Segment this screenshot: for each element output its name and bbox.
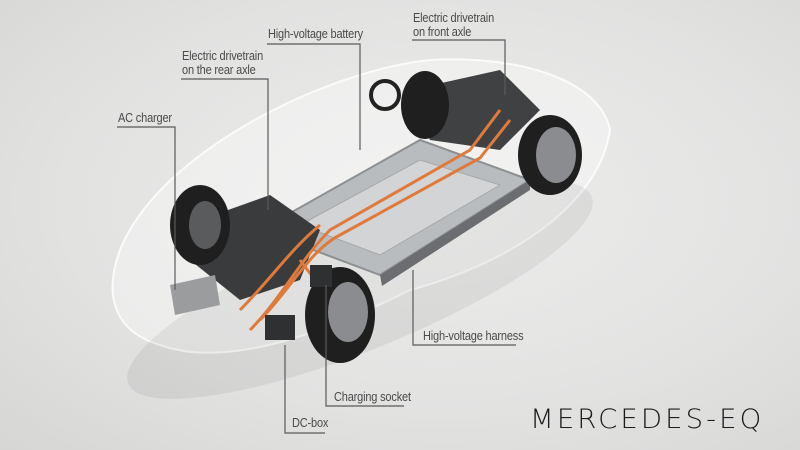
label-ac-charger: AC charger <box>118 111 172 125</box>
high-voltage-harness <box>238 109 512 332</box>
wheel-front-left <box>401 71 449 139</box>
mercedes-eq-logo: MERCEDES-EQ <box>530 404 765 435</box>
label-rear-drivetrain-line1: Electric drivetrain <box>182 49 264 63</box>
label-charging-socket: Charging socket <box>334 390 411 404</box>
dc-box <box>265 315 295 340</box>
steering-wheel <box>369 79 401 111</box>
label-high-voltage-battery: High-voltage battery <box>268 27 363 41</box>
leader-lines <box>117 39 516 434</box>
label-dc-box: DC-box <box>292 416 329 430</box>
label-rear-drivetrain-line2: on the rear axle <box>182 63 256 77</box>
wheel-rear-right <box>305 267 375 363</box>
charging-socket-unit <box>310 265 332 287</box>
label-front-drivetrain: Electric drivetrain on front axle <box>413 11 494 39</box>
label-rear-drivetrain: Electric drivetrain on the rear axle <box>182 49 263 77</box>
wheel-rear-left <box>170 185 230 265</box>
ac-charger-unit <box>170 275 220 315</box>
wheel-front-right <box>518 115 582 195</box>
label-high-voltage-harness: High-voltage harness <box>423 329 524 343</box>
label-front-drivetrain-line1: Electric drivetrain <box>413 11 495 25</box>
label-front-drivetrain-line2: on front axle <box>413 25 472 39</box>
